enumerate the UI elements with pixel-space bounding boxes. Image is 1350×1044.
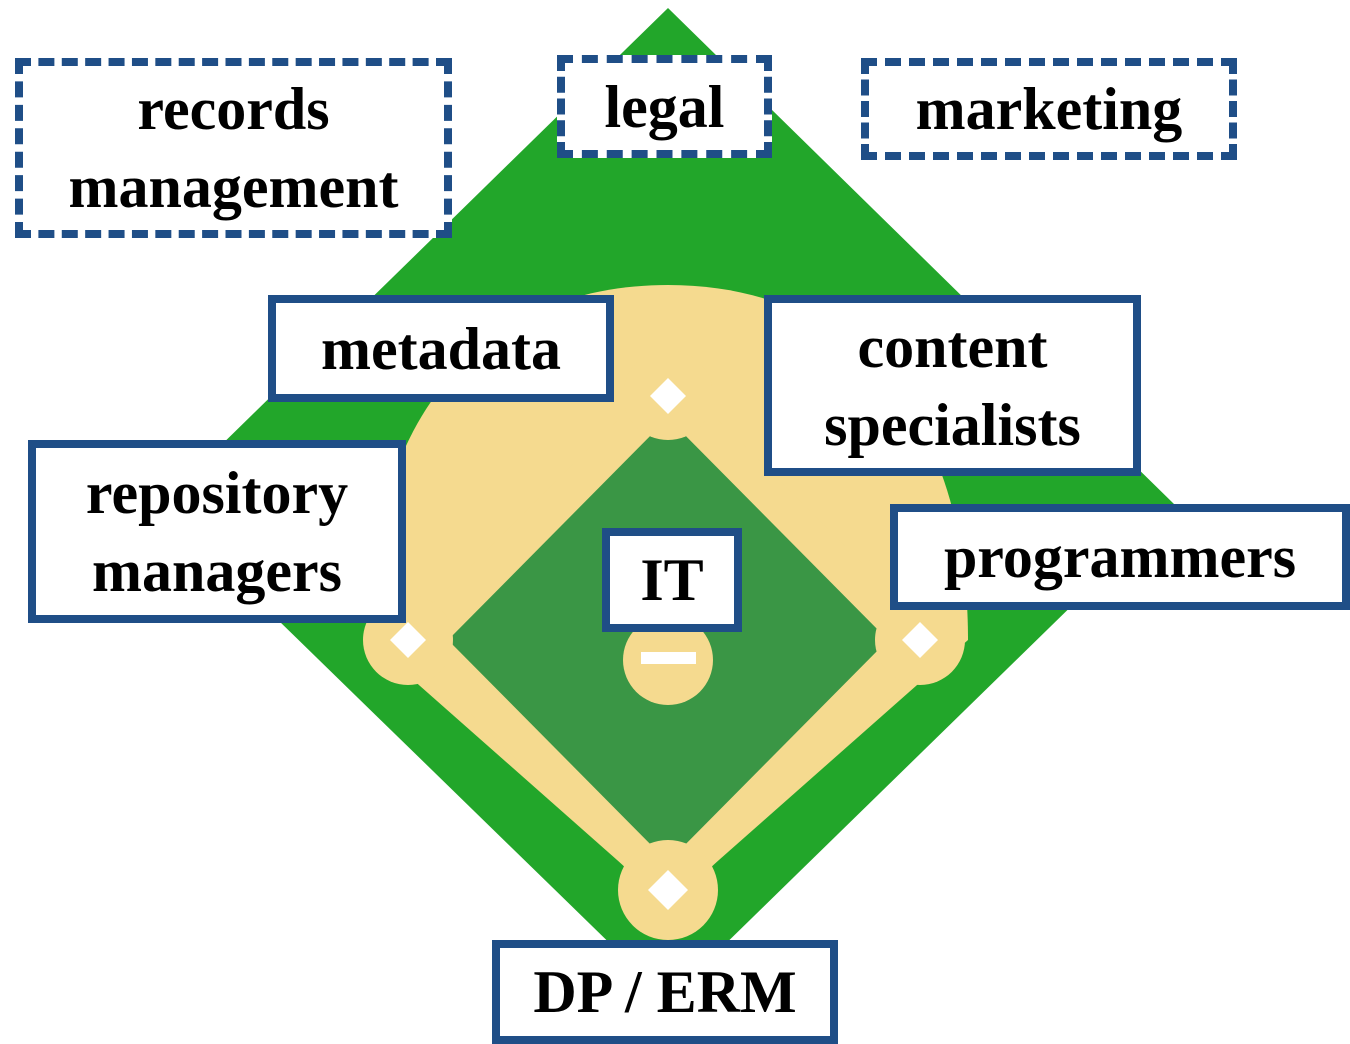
legal-text: legal xyxy=(604,73,725,140)
content-specialists-label: content specialists xyxy=(764,295,1141,476)
programmers-label: programmers xyxy=(890,504,1350,610)
records-management-text: records management xyxy=(68,76,399,220)
repository-managers-text: repository managers xyxy=(85,459,349,604)
it-text: IT xyxy=(640,547,704,613)
programmers-text: programmers xyxy=(943,524,1297,590)
records-management-label: records management xyxy=(15,58,452,238)
dp-erm-text: DP / ERM xyxy=(533,959,797,1025)
metadata-text: metadata xyxy=(321,315,561,382)
marketing-label: marketing xyxy=(861,58,1237,160)
it-label: IT xyxy=(602,528,742,632)
metadata-label: metadata xyxy=(268,295,614,402)
third-base xyxy=(390,622,426,658)
content-specialists-text: content specialists xyxy=(824,313,1081,458)
first-base xyxy=(902,622,938,658)
repository-managers-label: repository managers xyxy=(28,440,406,623)
home-plate xyxy=(648,870,688,910)
second-base xyxy=(650,378,686,414)
legal-label: legal xyxy=(557,55,772,158)
marketing-text: marketing xyxy=(915,76,1183,142)
pitchers-rubber xyxy=(641,652,696,664)
dp-erm-label: DP / ERM xyxy=(492,940,838,1044)
